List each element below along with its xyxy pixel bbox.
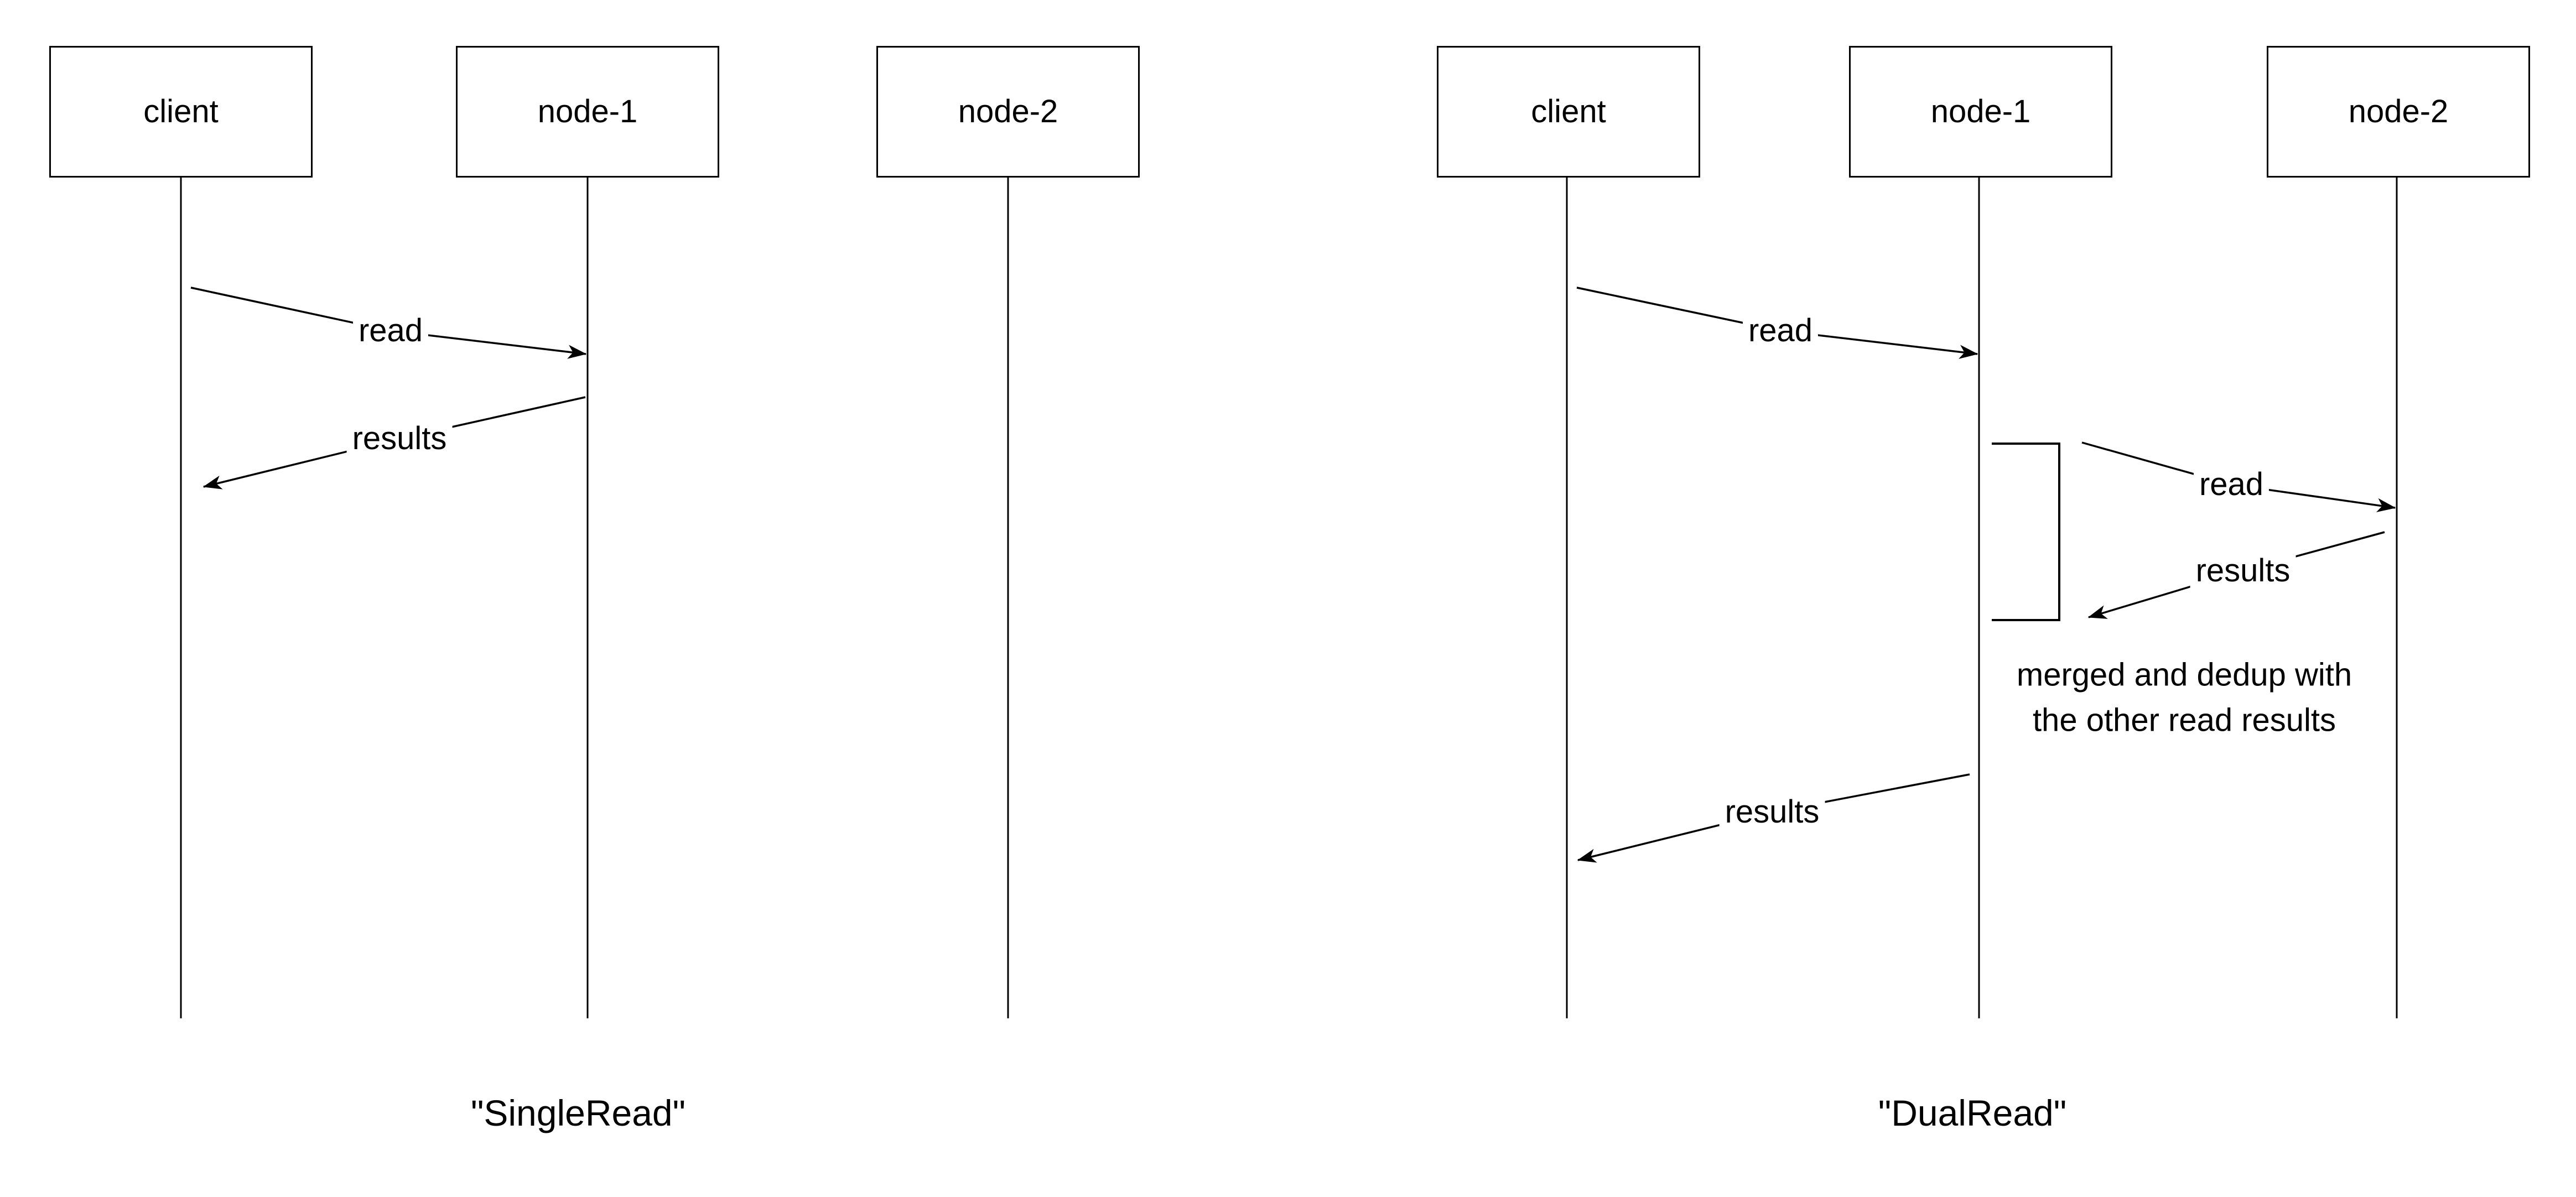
message-label-read: read bbox=[352, 312, 429, 350]
actor-label: node-1 bbox=[537, 93, 638, 129]
actor-box-client-singleread: client bbox=[49, 46, 313, 178]
actor-label: client bbox=[1531, 93, 1606, 129]
actor-box-node-2-singleread: node-2 bbox=[876, 46, 1140, 178]
message-label-results: results bbox=[346, 420, 453, 457]
actor-label: node-1 bbox=[1930, 93, 2031, 129]
message-label-results: results bbox=[1719, 793, 1825, 831]
actor-label: client bbox=[143, 93, 219, 129]
activation-bracket-node1 bbox=[1992, 443, 2060, 621]
message-label-read: read bbox=[1742, 312, 1819, 350]
actor-label: node-2 bbox=[2348, 93, 2449, 129]
diagram-title-singleread: "SingleRead" bbox=[470, 1092, 686, 1133]
actor-label: node-2 bbox=[958, 93, 1058, 129]
message-label-results: results bbox=[2190, 552, 2296, 590]
actor-box-client-dualread: client bbox=[1437, 46, 1700, 178]
actor-box-node-1-dualread: node-1 bbox=[1849, 46, 2112, 178]
diagram-title-dualread: "DualRead" bbox=[1878, 1092, 2067, 1133]
message-label-read: read bbox=[2193, 466, 2269, 503]
actor-box-node-1-singleread: node-1 bbox=[456, 46, 719, 178]
actor-box-node-2-dualread: node-2 bbox=[2267, 46, 2530, 178]
merge-dedup-note: merged and dedup with the other read res… bbox=[2016, 657, 2352, 738]
